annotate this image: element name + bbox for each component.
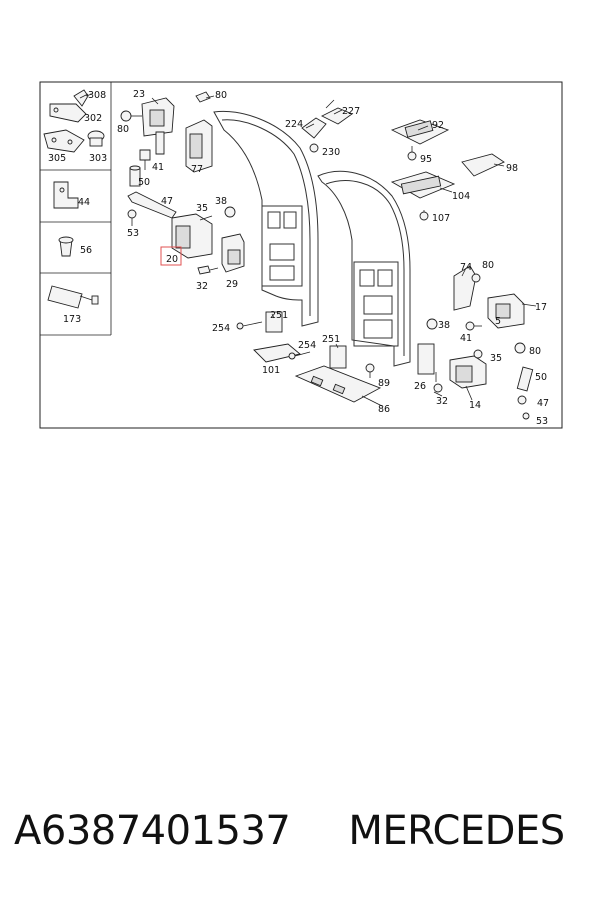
callout-80-a: 80: [117, 124, 129, 135]
callout-47-a: 47: [161, 196, 173, 207]
callout-23: 23: [133, 89, 145, 100]
callout-50-a: 50: [138, 177, 150, 188]
callout-95: 95: [420, 154, 432, 165]
callout-104: 104: [452, 191, 470, 202]
callout-92: 92: [432, 120, 444, 131]
highlight-box-20: [160, 246, 182, 266]
callout-17: 17: [535, 302, 547, 313]
callout-5: 5: [495, 316, 501, 327]
callout-20: 20: [166, 254, 178, 265]
hinge-assembly-right: [417, 265, 534, 420]
inset-1-parts: [43, 89, 105, 153]
callout-303: 303: [89, 153, 107, 164]
lower-parts: [236, 311, 382, 403]
parts-diagram: 308 302 305 303 44 56 173 23 80 80 41 50…: [39, 81, 563, 429]
striker-parts: [301, 99, 505, 221]
callout-14: 14: [469, 400, 481, 411]
callout-302: 302: [84, 113, 102, 124]
callout-41-b: 41: [460, 333, 472, 344]
callout-224: 224: [285, 119, 303, 130]
callout-251-a: 251: [270, 310, 288, 321]
callout-80-d: 80: [529, 346, 541, 357]
part-caption: A6387401537 MERCEDES: [0, 796, 600, 866]
callout-98: 98: [506, 163, 518, 174]
callout-80-c: 80: [482, 260, 494, 271]
callout-89: 89: [378, 378, 390, 389]
callout-230: 230: [322, 147, 340, 158]
callout-53-b: 53: [536, 416, 548, 427]
callout-32-b: 32: [436, 396, 448, 407]
inset-4-part: [47, 285, 99, 309]
callout-35-a: 35: [196, 203, 208, 214]
callout-56: 56: [80, 245, 92, 256]
inset-3-part: [58, 236, 74, 257]
callout-101: 101: [262, 365, 280, 376]
callout-50-b: 50: [535, 372, 547, 383]
part-number: A6387401537: [14, 808, 291, 854]
callout-38-b: 38: [438, 320, 450, 331]
hinge-assembly-left: [120, 91, 245, 275]
callout-86: 86: [378, 404, 390, 415]
callout-35-b: 35: [490, 353, 502, 364]
callout-305: 305: [48, 153, 66, 164]
inset-panels: [40, 82, 112, 336]
callout-32-a: 32: [196, 281, 208, 292]
callout-254-b: 254: [298, 340, 316, 351]
callout-26: 26: [414, 381, 426, 392]
right-door: [317, 170, 411, 367]
callout-74: 74: [460, 262, 472, 273]
callout-77: 77: [191, 164, 203, 175]
callout-41-a: 41: [152, 162, 164, 173]
leader-lines: [79, 93, 537, 407]
inset-2-part: [53, 181, 79, 209]
callout-251-b: 251: [322, 334, 340, 345]
callout-53-a: 53: [127, 228, 139, 239]
callout-227: 227: [342, 106, 360, 117]
callout-254-a: 254: [212, 323, 230, 334]
brand-name: MERCEDES: [348, 808, 565, 854]
callout-173: 173: [63, 314, 81, 325]
callout-38-a: 38: [215, 196, 227, 207]
callout-308: 308: [88, 90, 106, 101]
callout-44: 44: [78, 197, 90, 208]
left-door: [213, 110, 319, 327]
callout-107: 107: [432, 213, 450, 224]
callout-labels: 308 302 305 303 44 56 173 23 80 80 41 50…: [48, 89, 549, 427]
callout-29: 29: [226, 279, 238, 290]
callout-47-b: 47: [537, 398, 549, 409]
callout-80-b: 80: [215, 90, 227, 101]
